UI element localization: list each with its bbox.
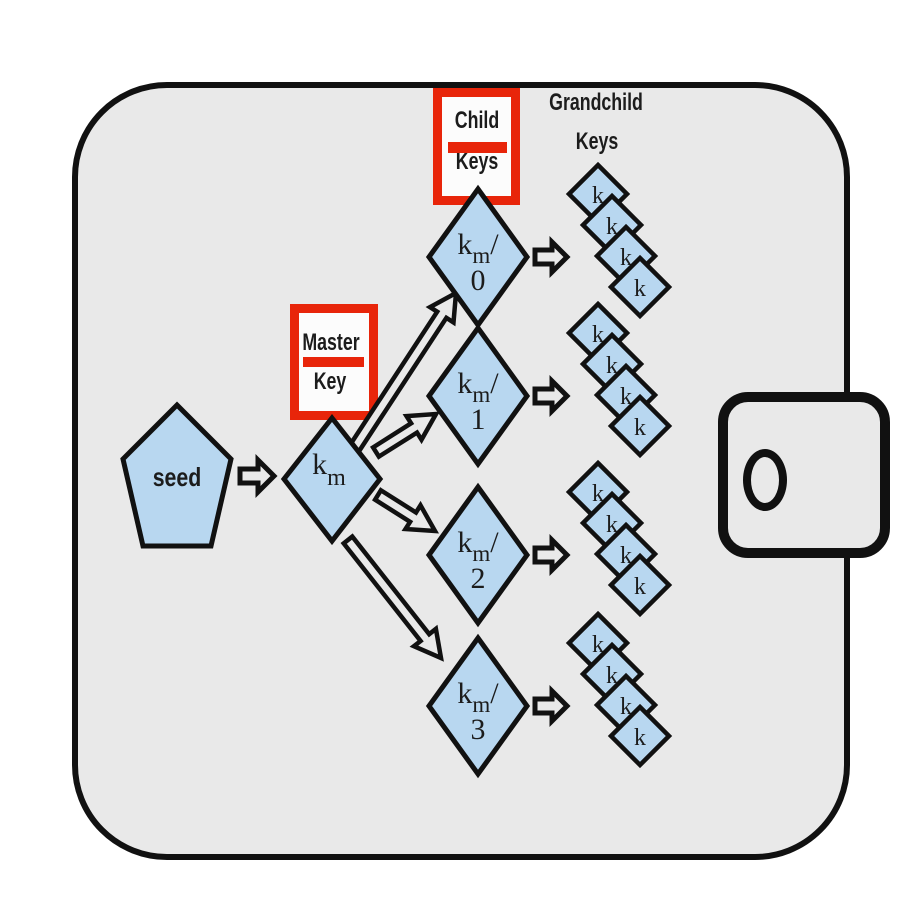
child-key-line1: km/ bbox=[430, 676, 526, 716]
child-keys-underline bbox=[448, 142, 507, 153]
grandchild-key-label: k bbox=[592, 322, 604, 348]
child-key-subscript: m bbox=[472, 692, 491, 717]
child-key-subscript: m bbox=[472, 382, 491, 407]
child-key-subscript: m bbox=[472, 541, 491, 566]
master-to-child-arrow-1 bbox=[369, 411, 441, 460]
seed-to-master-arrow bbox=[237, 453, 278, 499]
child-key-base: k bbox=[457, 228, 473, 261]
master-key-base: k bbox=[312, 448, 328, 481]
child-to-grandchild-arrow-2 bbox=[532, 533, 571, 577]
grandchild-key-label: k bbox=[634, 276, 646, 302]
child-to-grandchild-arrow-0 bbox=[532, 235, 571, 279]
child-key-separator: / bbox=[490, 228, 499, 261]
master-key-heading-line1: Master bbox=[302, 329, 360, 356]
child-key-label-2: km/ 2 bbox=[430, 525, 526, 597]
grandchild-key-label: k bbox=[606, 663, 618, 689]
child-key-separator: / bbox=[490, 677, 499, 710]
master-key-subscript: m bbox=[327, 465, 346, 491]
grandchild-key-label: k bbox=[606, 353, 618, 379]
grandchild-key-label: k bbox=[620, 245, 632, 271]
grandchild-keys-heading-line2: Keys bbox=[575, 128, 619, 155]
master-to-child-arrow-3 bbox=[340, 533, 444, 662]
child-key-index: 1 bbox=[470, 403, 486, 436]
wallet-clasp bbox=[718, 392, 890, 558]
grandchild-key-label: k bbox=[620, 384, 632, 410]
grandchild-key-label: k bbox=[634, 415, 646, 441]
master-key-underline bbox=[303, 357, 364, 367]
child-key-line1: km/ bbox=[430, 227, 526, 267]
master-to-child-arrow-2 bbox=[372, 487, 440, 534]
grandchild-key-label: k bbox=[634, 725, 646, 751]
child-keys-heading-line1: Child bbox=[454, 107, 500, 134]
child-key-diamond-2 bbox=[425, 482, 531, 628]
child-key-label-1: km/ 1 bbox=[430, 366, 526, 438]
grandchild-key-diamond bbox=[607, 552, 673, 618]
grandchild-key-label: k bbox=[634, 574, 646, 600]
grandchild-key-label: k bbox=[606, 214, 618, 240]
child-key-base: k bbox=[457, 677, 473, 710]
grandchild-key-label: k bbox=[592, 632, 604, 658]
master-key-heading-line2: Key bbox=[313, 368, 347, 395]
child-key-diamond-3 bbox=[425, 633, 531, 779]
master-key-label: km bbox=[281, 448, 377, 490]
child-key-separator: / bbox=[490, 526, 499, 559]
grandchild-key-diamond bbox=[607, 254, 673, 320]
master-to-child-arrow-0 bbox=[342, 289, 459, 462]
master-key-diamond bbox=[280, 413, 384, 546]
seed-label: seed bbox=[152, 462, 202, 492]
grandchild-key-label: k bbox=[606, 512, 618, 538]
grandchild-keys-heading-line1: Grandchild bbox=[549, 89, 643, 116]
grandchild-key-diamond bbox=[607, 393, 673, 459]
child-key-line1: km/ bbox=[430, 525, 526, 565]
child-key-label-0: km/ 0 bbox=[430, 227, 526, 299]
master-to-child-arrows bbox=[340, 289, 459, 662]
child-key-index: 2 bbox=[470, 562, 486, 595]
grandchild-key-label: k bbox=[592, 183, 604, 209]
grandchild-key-diamond bbox=[607, 703, 673, 769]
child-to-grandchild-arrow-3 bbox=[532, 684, 571, 728]
child-key-subscript: m bbox=[472, 243, 491, 268]
seed-pentagon bbox=[120, 401, 234, 549]
clasp-button bbox=[743, 449, 787, 511]
child-key-base: k bbox=[457, 367, 473, 400]
child-to-grandchild-arrow-1 bbox=[532, 374, 571, 418]
transfer-arrows bbox=[237, 235, 571, 728]
grandchild-key-label: k bbox=[620, 543, 632, 569]
child-key-line1: km/ bbox=[430, 366, 526, 406]
grandchild-key-label: k bbox=[592, 481, 604, 507]
child-key-index: 0 bbox=[470, 264, 486, 297]
child-key-label-3: km/ 3 bbox=[430, 676, 526, 748]
child-key-base: k bbox=[457, 526, 473, 559]
grandchild-key-label: k bbox=[620, 694, 632, 720]
child-key-separator: / bbox=[490, 367, 499, 400]
child-key-index: 3 bbox=[470, 713, 486, 746]
child-key-diamond-1 bbox=[425, 323, 531, 469]
